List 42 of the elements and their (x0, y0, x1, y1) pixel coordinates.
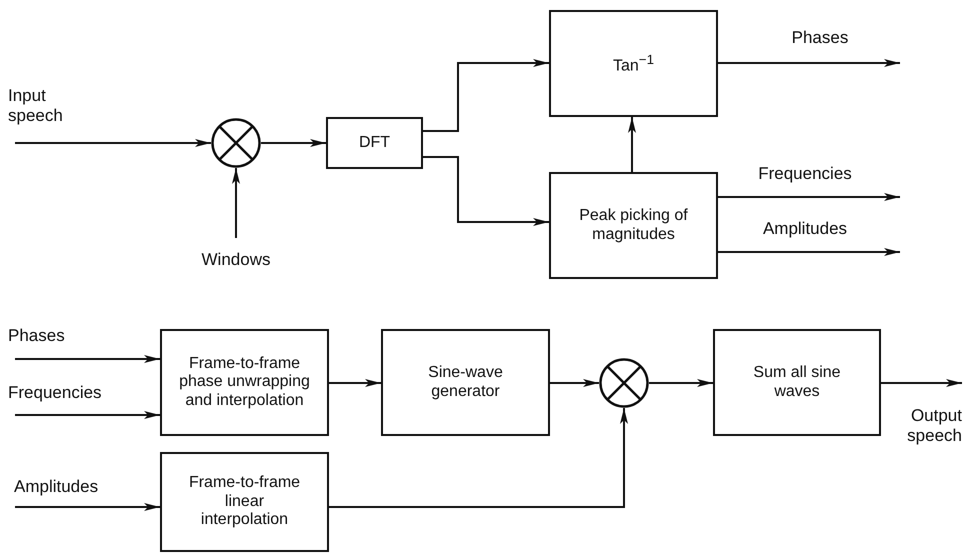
process-box (326, 117, 423, 169)
arrow (15, 355, 160, 363)
arrow (329, 408, 628, 508)
edge-label: Windows (200, 250, 272, 270)
edge-label: Phases (8, 326, 66, 346)
box-label: Sum all sine waves (752, 364, 842, 401)
arrow (15, 139, 211, 147)
box-label: Frame-to-frame phase unwrapping and interpolation (178, 354, 311, 410)
edge-label: Phases (790, 28, 850, 48)
arrow (423, 59, 549, 132)
edge-label: Output speech (906, 406, 962, 446)
box-label: DFT (358, 134, 390, 152)
arrow (718, 193, 900, 201)
process-box (549, 10, 718, 117)
arrow (15, 411, 160, 419)
process-box (160, 329, 329, 436)
process-box (160, 452, 329, 552)
box-label: Peak picking of magnitudes (578, 207, 689, 244)
arrow (15, 503, 160, 511)
arrow (628, 117, 636, 172)
arrow (261, 139, 326, 147)
edge-label: Amplitudes (14, 477, 100, 497)
edge-label: Amplitudes (762, 219, 848, 239)
arrow (718, 59, 900, 67)
process-box (381, 329, 550, 436)
multiplier-symbol (599, 358, 649, 408)
arrow (423, 156, 549, 226)
process-box (549, 172, 718, 279)
edge-label: Frequencies (8, 383, 103, 403)
arrow (881, 379, 962, 387)
box-label: Sine-wave generator (427, 364, 504, 401)
box-label: Frame-to-frame linear interpolation (188, 474, 302, 530)
arrow (649, 379, 713, 387)
multiplier-symbol (211, 118, 261, 168)
process-box (713, 329, 881, 436)
arrow (718, 248, 900, 256)
edge-label: Input speech (8, 86, 64, 126)
arrow (232, 168, 240, 238)
box-label: Tan$^{−1}$ (613, 52, 654, 76)
edge-label: Frequencies (757, 164, 853, 184)
arrow (550, 379, 599, 387)
arrow (329, 379, 381, 387)
